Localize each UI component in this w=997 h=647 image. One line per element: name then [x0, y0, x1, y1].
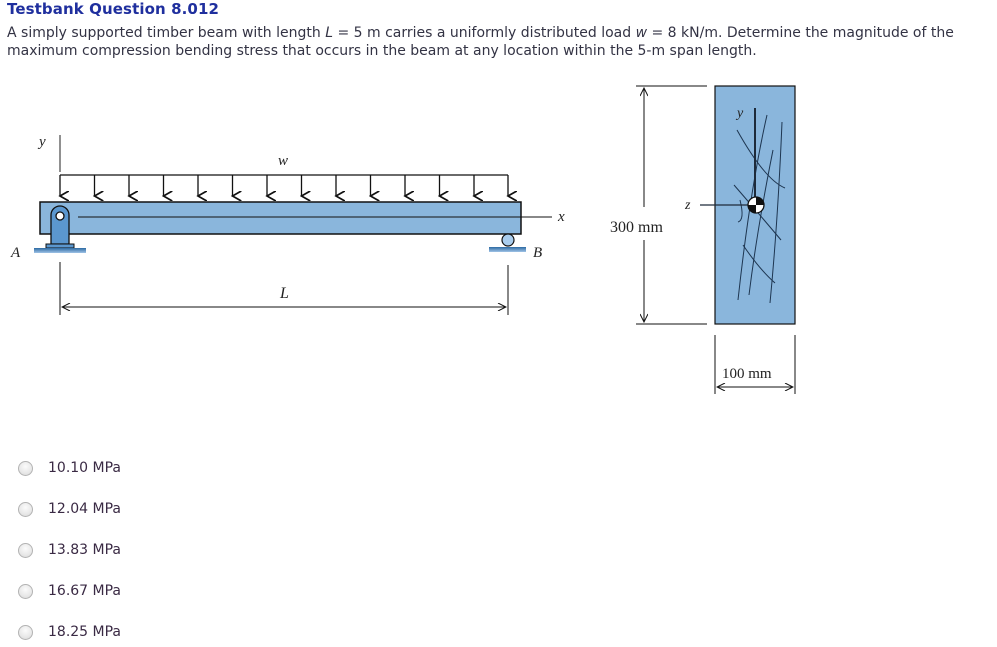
beam-figure: y w x: [0, 70, 997, 414]
dimension-300mm: [636, 85, 707, 325]
label-y-beam: y: [37, 134, 46, 150]
option-label: 13.83 MPa: [48, 542, 122, 558]
label-x: x: [557, 209, 565, 225]
distributed-load-arrows: [60, 174, 508, 196]
pin-support-a: [34, 205, 86, 253]
beam: [39, 201, 522, 235]
option-label: 10.10 MPa: [48, 460, 122, 476]
question-text-part2: = 5 m carries a uniformly distributed lo…: [333, 25, 636, 41]
option-label: 16.67 MPa: [48, 583, 122, 599]
question-text-part3: = 8 kN/m. Determine the magnitude of the…: [7, 25, 954, 59]
radio-button[interactable]: [18, 583, 33, 599]
answer-option-2[interactable]: 12.04 MPa: [18, 501, 121, 517]
dimension-100mm: [714, 335, 796, 394]
radio-button[interactable]: [18, 501, 33, 517]
label-A: A: [10, 245, 21, 261]
option-label: 18.25 MPa: [48, 624, 122, 640]
radio-button[interactable]: [18, 460, 33, 476]
label-y-section: y: [735, 106, 744, 121]
variable-L: L: [325, 25, 333, 41]
answer-option-3[interactable]: 13.83 MPa: [18, 542, 121, 558]
answer-option-5[interactable]: 18.25 MPa: [18, 624, 121, 640]
radio-button[interactable]: [18, 624, 33, 640]
label-z: z: [684, 198, 691, 213]
radio-button[interactable]: [18, 542, 33, 558]
label-300mm: 300 mm: [610, 219, 663, 236]
label-100mm: 100 mm: [722, 366, 772, 382]
dimension-L: [59, 262, 509, 315]
question-text: A simply supported timber beam with leng…: [7, 24, 992, 60]
label-w: w: [278, 153, 288, 169]
y-axis-beam: y: [37, 134, 61, 172]
answer-option-4[interactable]: 16.67 MPa: [18, 583, 121, 599]
variable-w: w: [635, 25, 648, 41]
label-L: L: [279, 285, 289, 302]
answer-option-1[interactable]: 10.10 MPa: [18, 460, 121, 476]
question-text-part1: A simply supported timber beam with leng…: [7, 25, 326, 41]
cross-section: [700, 85, 796, 325]
option-label: 12.04 MPa: [48, 501, 122, 517]
roller-support-b: [489, 233, 526, 252]
label-B: B: [533, 245, 542, 261]
question-title: Testbank Question 8.012: [7, 0, 220, 18]
